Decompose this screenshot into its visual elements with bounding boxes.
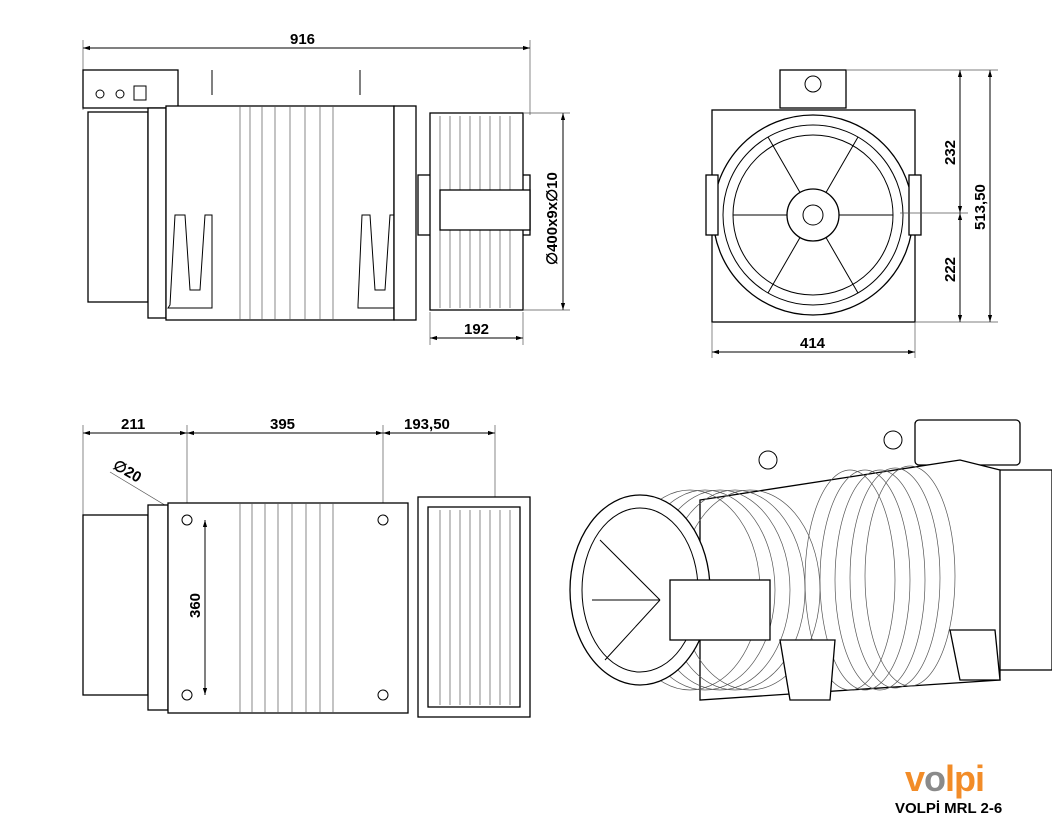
dim-overall-length: 916 (290, 31, 315, 48)
model-name: VOLPİ MRL 2-6 (895, 800, 1003, 817)
dim-hole-spacing: 395 (270, 416, 295, 433)
isometric-view (569, 419, 1052, 701)
volpi-logo: volpi (905, 758, 985, 799)
dim-lower-height: 222 (942, 257, 959, 282)
dim-drum-width: 192 (464, 321, 489, 338)
dim-hole-diameter: ∅20 (110, 457, 144, 487)
dim-hole-span: 360 (187, 593, 204, 618)
side-view: 916 ∅400x9x∅10 192 (82, 31, 570, 345)
dim-upper-height: 232 (942, 140, 959, 165)
dim-drum-diameter: ∅400x9x∅10 (544, 172, 561, 265)
dim-left-offset: 211 (121, 416, 145, 433)
top-view: 211 395 193,50 ∅20 360 (82, 416, 531, 718)
dim-total-height: 513,50 (972, 184, 989, 230)
front-view: 232 222 513,50 414 (705, 69, 998, 358)
dim-right-offset: 193,50 (404, 416, 450, 433)
dim-width: 414 (800, 335, 826, 352)
